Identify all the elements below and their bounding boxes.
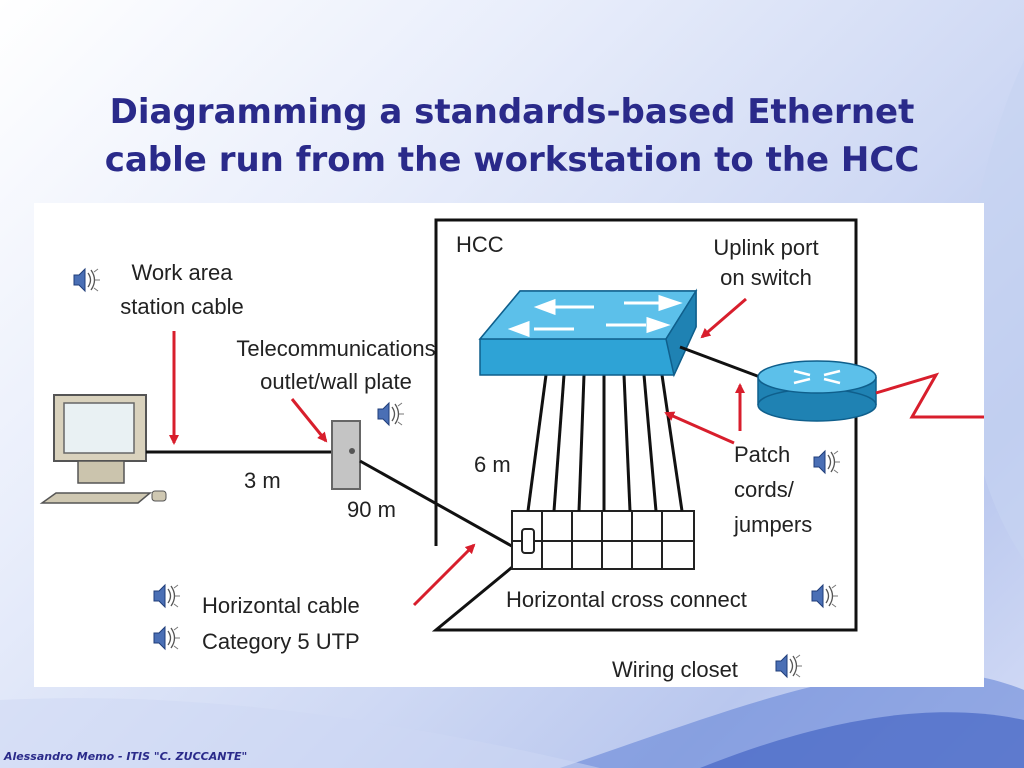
horizontal-cable-label-1: Horizontal cable: [202, 593, 360, 618]
horizontal-cable: [359, 459, 527, 556]
title-line-2: cable run from the workstation to the HC…: [104, 140, 920, 180]
speaker-icon[interactable]: [811, 584, 839, 608]
patch-label-3: jumpers: [733, 512, 812, 537]
telecom-label-1: Telecommunications: [236, 336, 435, 361]
workstation: [39, 394, 167, 504]
speaker-icon[interactable]: [377, 402, 405, 426]
switch: [478, 288, 698, 378]
network-diagram: HCC Uplink port on switch Work area stat…: [39, 218, 984, 682]
uplink-label-2: on switch: [720, 265, 812, 290]
cross-connect-label: Horizontal cross connect: [506, 587, 747, 612]
horizontal-cable-label-2: Category 5 UTP: [202, 629, 360, 654]
cross-connect-panel: [511, 510, 695, 570]
speaker-icon[interactable]: [153, 584, 181, 608]
router: [757, 360, 877, 422]
title-line-1: Diagramming a standards-based Ethernet: [109, 92, 915, 132]
patch-cords: [526, 374, 684, 512]
distance-3m: 3 m: [244, 468, 281, 493]
callout-arrows: [169, 297, 747, 607]
hcc-label: HCC: [456, 232, 504, 257]
uplink-cable: [679, 345, 761, 379]
wan-link: [875, 372, 984, 419]
telecom-label-2: outlet/wall plate: [260, 369, 412, 394]
patch-label-2: cords/: [734, 477, 795, 502]
speaker-icon[interactable]: [813, 450, 841, 474]
work-area-label-1: Work area: [131, 260, 233, 285]
uplink-label-1: Uplink port: [713, 235, 818, 260]
slide-title: Diagramming a standards-based Ethernet c…: [40, 88, 984, 184]
wiring-closet-label: Wiring closet: [612, 657, 738, 682]
slide-footer: Alessandro Memo - ITIS "C. ZUCCANTE": [4, 750, 248, 763]
speaker-icon[interactable]: [153, 626, 181, 650]
speaker-icon[interactable]: [775, 654, 803, 678]
patch-label-1: Patch: [734, 442, 790, 467]
diagram-panel: HCC Uplink port on switch Work area stat…: [34, 203, 984, 687]
hcc-boundary: [431, 218, 858, 632]
speaker-icon[interactable]: [73, 268, 101, 292]
wall-plate: [331, 420, 361, 490]
distance-6m: 6 m: [474, 452, 511, 477]
distance-90m: 90 m: [347, 497, 396, 522]
work-area-label-2: station cable: [120, 294, 244, 319]
